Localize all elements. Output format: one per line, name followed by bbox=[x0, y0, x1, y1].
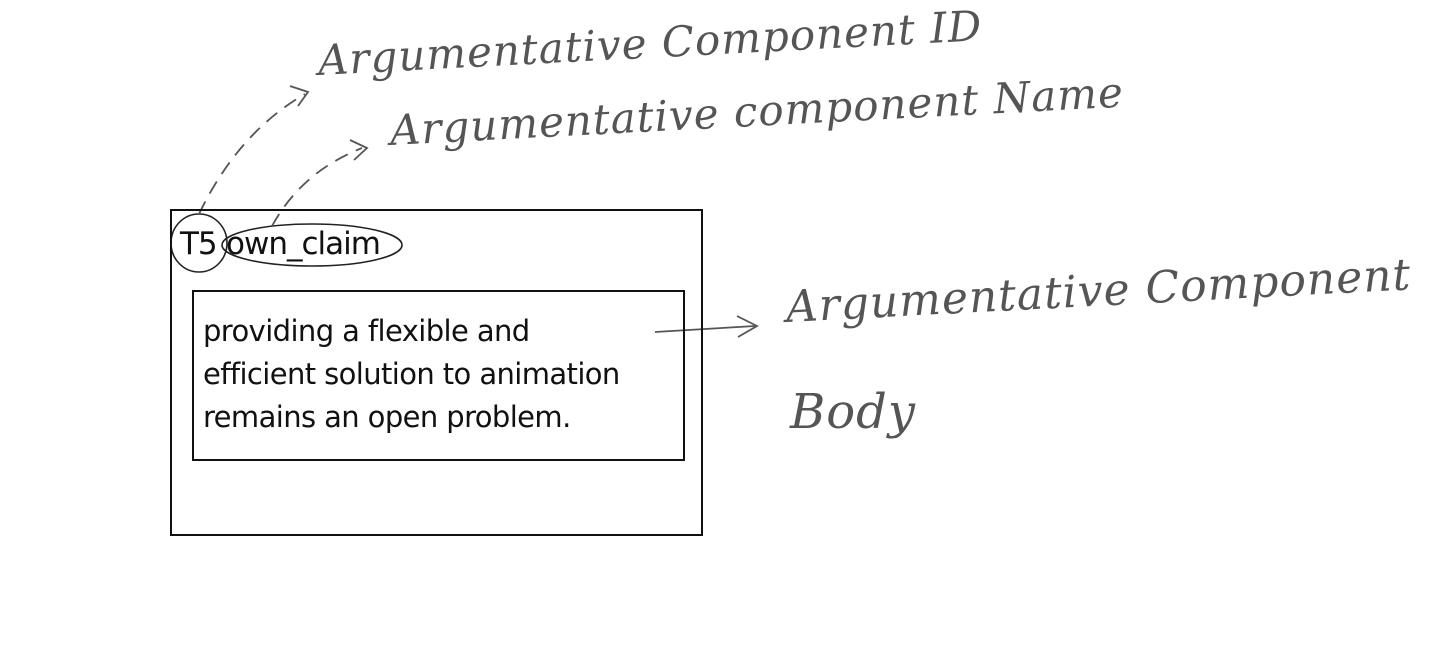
component-body-box bbox=[192, 290, 685, 461]
body-arrowhead bbox=[736, 315, 759, 338]
id-arrow bbox=[198, 93, 306, 215]
component-name: own_claim bbox=[226, 226, 381, 262]
name-ellipse bbox=[221, 223, 403, 267]
body-arrow bbox=[654, 325, 756, 333]
component-box bbox=[170, 209, 703, 536]
name-arrowhead bbox=[349, 139, 369, 161]
annotation-body-label-second-line: Body bbox=[790, 384, 917, 440]
id-arrowhead bbox=[289, 85, 310, 107]
component-id: T5 bbox=[180, 226, 218, 262]
component-body-text: providing a flexible and efficient solut… bbox=[203, 310, 673, 439]
body-line: efficient solution to animation bbox=[203, 357, 620, 391]
name-arrow bbox=[271, 147, 363, 227]
body-line: remains an open problem. bbox=[203, 400, 571, 434]
body-line: providing a flexible and bbox=[203, 314, 530, 348]
